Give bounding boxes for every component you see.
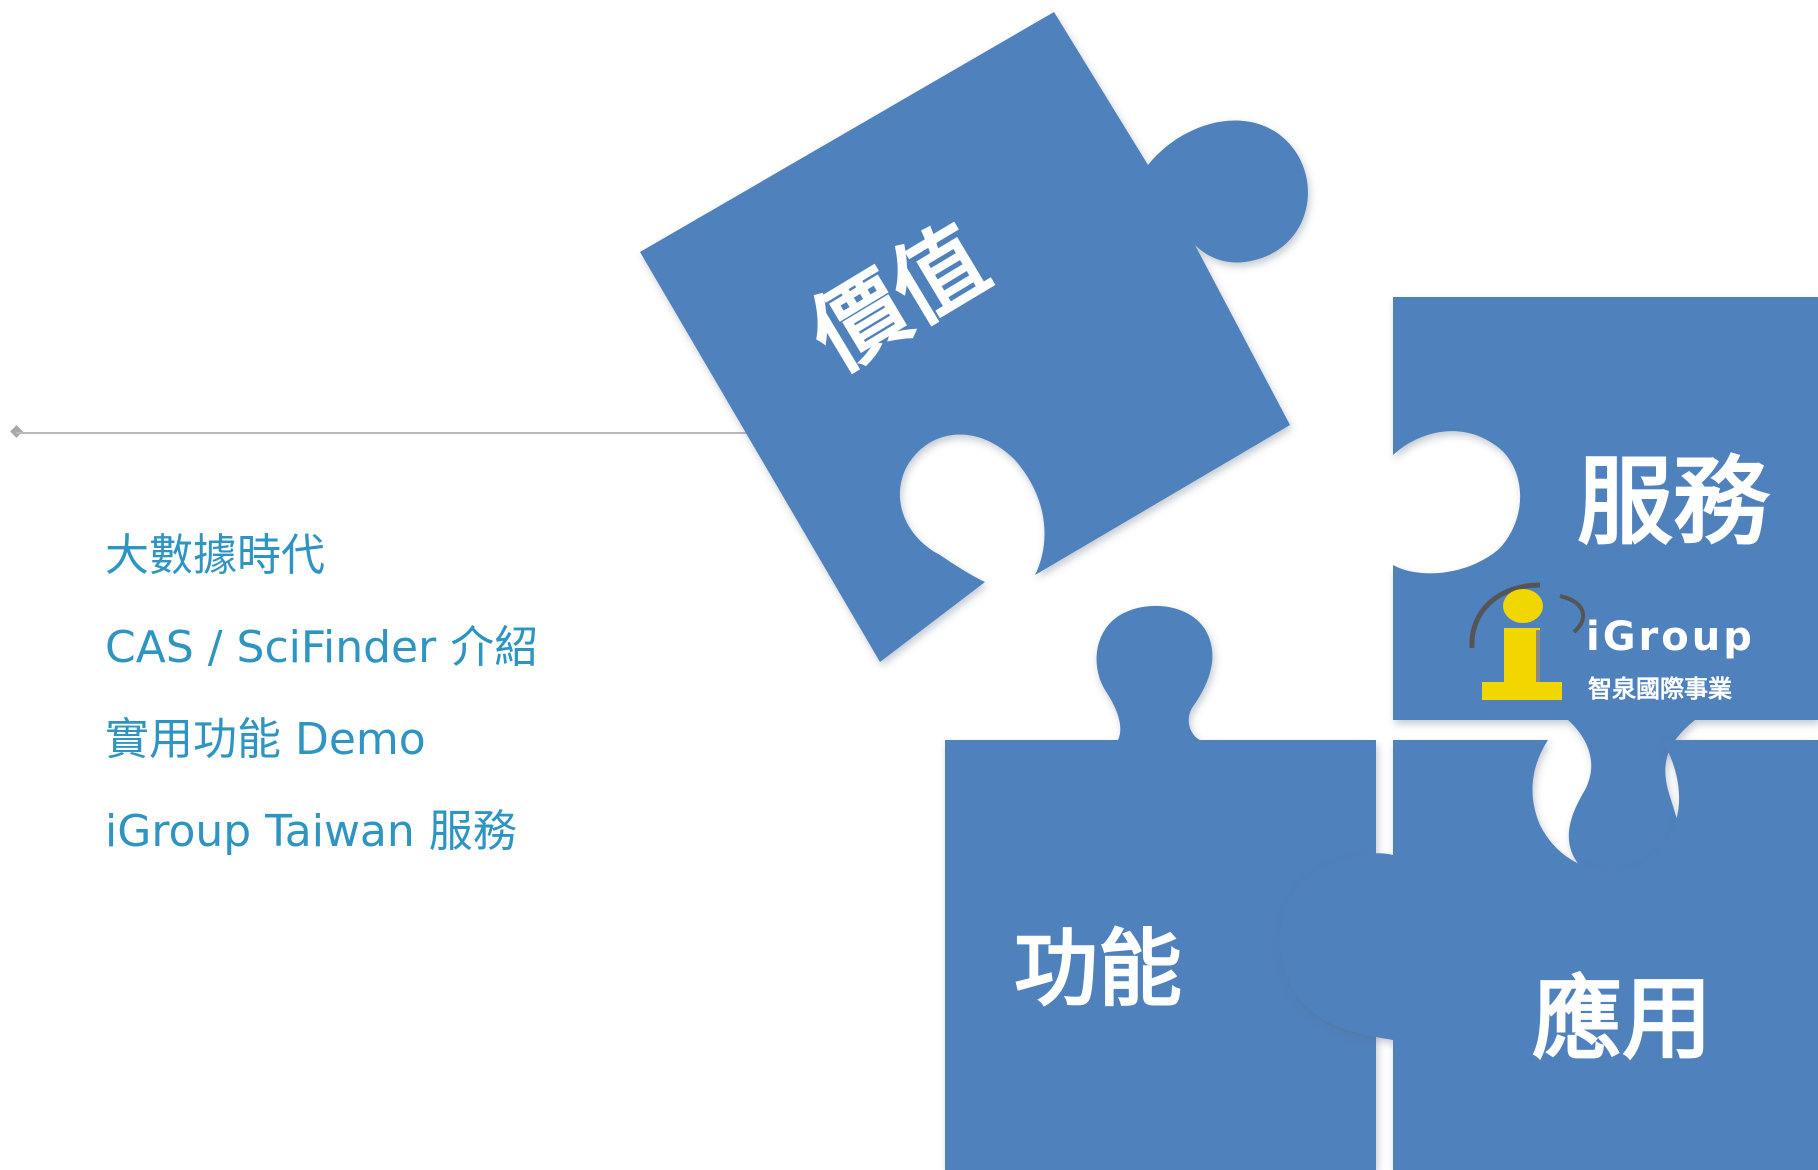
igroup-logo-name: iGroup xyxy=(1586,614,1755,660)
agenda-list: 大數據時代 CAS / SciFinder 介紹 實用功能 Demo iGrou… xyxy=(105,510,538,878)
puzzle-label-service: 服務 xyxy=(1577,446,1771,558)
puzzle-label-function: 功能 xyxy=(1014,920,1182,1018)
agenda-item-demo: 實用功能 Demo xyxy=(105,714,426,765)
puzzle-label-application: 應用 xyxy=(1532,967,1712,1072)
agenda-item-big-data: 大數據時代 xyxy=(105,530,325,581)
igroup-logo: iGroup 智泉國際事業 xyxy=(1469,582,1755,703)
puzzle-piece-function: 功能 xyxy=(945,605,1376,1170)
puzzle-piece-service: 服務 xyxy=(1393,297,1818,884)
agenda-item-cas-scifinder: CAS / SciFinder 介紹 xyxy=(105,622,539,673)
agenda-item-igroup-service: iGroup Taiwan 服務 xyxy=(105,806,517,857)
igroup-logo-subtitle: 智泉國際事業 xyxy=(1588,675,1732,703)
puzzle-piece-application: 應用 xyxy=(1279,740,1818,1170)
igroup-logo-mark xyxy=(1469,582,1586,700)
divider-line xyxy=(16,432,756,434)
puzzle-piece-value: 價值 xyxy=(640,12,1308,662)
